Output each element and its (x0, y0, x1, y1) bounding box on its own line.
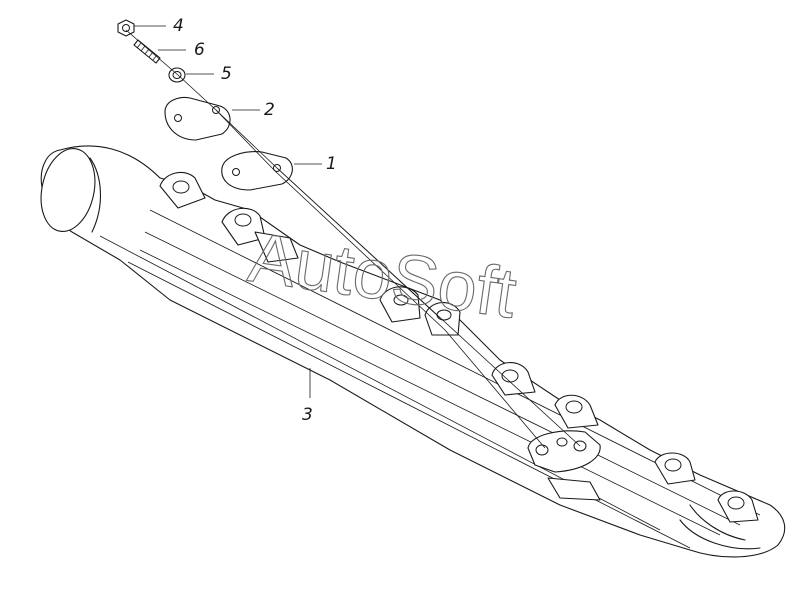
callout-6: 6 (194, 40, 205, 60)
callout-5: 5 (221, 64, 232, 84)
exhaust-manifold (40, 145, 786, 558)
washer-part (168, 67, 186, 83)
leader-lines (134, 25, 322, 398)
assembly-axis-lines (125, 29, 581, 449)
stud-part (133, 39, 161, 64)
callout-2: 2 (264, 100, 275, 120)
flange-plate (164, 96, 231, 141)
nut-part (117, 19, 135, 37)
callout-4: 4 (173, 16, 184, 36)
callout-3: 3 (302, 405, 313, 425)
callout-1: 1 (326, 154, 337, 174)
gasket (221, 151, 293, 191)
